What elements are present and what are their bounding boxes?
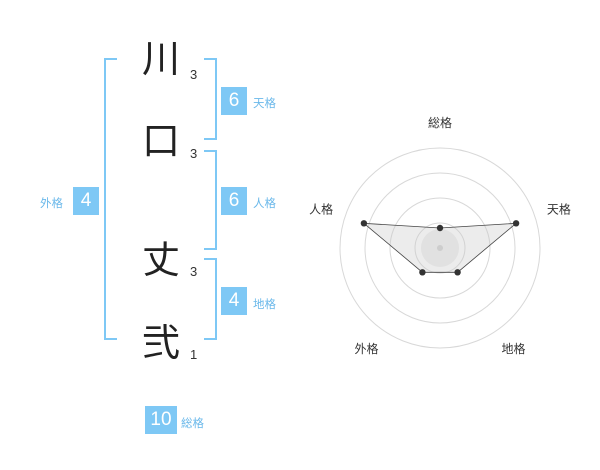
chikaku-bracket: [204, 258, 217, 340]
jinkaku-bracket: [204, 150, 217, 250]
radar-point-4: [419, 269, 426, 276]
stroke-count-1: 3: [190, 67, 198, 82]
radar-axis-label-4: 外格: [354, 341, 378, 356]
radar-grid-ring: [414, 222, 466, 274]
radar-axis-label-3: 地格: [501, 341, 525, 356]
jinkaku-value: 6: [221, 187, 247, 215]
radar-point-1: [436, 224, 444, 232]
chikaku-value: 4: [221, 287, 247, 315]
radar-point-2: [512, 220, 520, 227]
radar-axis-label-5: 人格: [309, 201, 333, 216]
radar-point-5: [360, 220, 368, 227]
name-char-1: 川: [142, 37, 181, 81]
name-char-4: 弐: [142, 321, 181, 365]
gaikaku-value: 4: [73, 187, 99, 215]
tenkaku-label: 天格: [253, 96, 276, 110]
radar-data-polygon: [362, 222, 518, 273]
chikaku-label: 地格: [253, 297, 276, 311]
stroke-count-2: 3: [190, 146, 198, 161]
radar-point-3: [454, 269, 461, 276]
stroke-count-3: 3: [190, 264, 198, 279]
name-char-3: 丈: [142, 238, 181, 282]
radar-grid-ring: [339, 147, 541, 349]
soukaku-value: 10: [145, 406, 177, 434]
name-char-2: 口: [142, 119, 181, 163]
gaikaku-label: 外格: [40, 196, 63, 210]
radar-grid-ring: [364, 172, 516, 324]
tenkaku-bracket: [204, 58, 217, 140]
radar-grid-ring: [389, 197, 491, 299]
radar-axis-label-2: 天格: [547, 201, 571, 216]
radar-axis-label-1: 総格: [428, 115, 452, 130]
radar-center-dot: [437, 245, 443, 251]
gaikaku-bracket: [104, 58, 117, 340]
stroke-count-4: 1: [190, 347, 198, 362]
soukaku-label: 総格: [181, 416, 204, 430]
jinkaku-label: 人格: [253, 196, 276, 210]
tenkaku-value: 6: [221, 87, 247, 115]
